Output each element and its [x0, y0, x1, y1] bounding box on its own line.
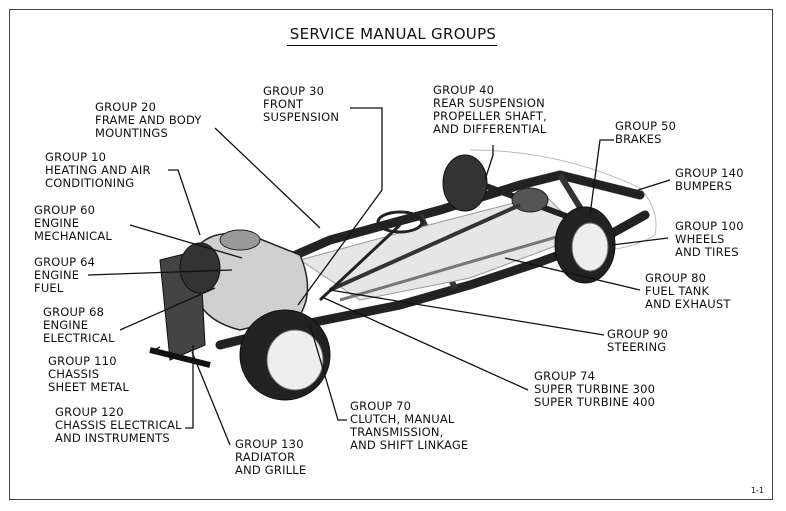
- front-wheel-left: [179, 242, 221, 294]
- leader-g64: [87, 269, 233, 276]
- rear-body-outline: [469, 149, 657, 251]
- leader-g10: [168, 169, 201, 236]
- leader-g68: [119, 287, 216, 331]
- diagram-title: SERVICE MANUAL GROUPS: [289, 25, 497, 43]
- leader-g60: [129, 224, 243, 259]
- leader-g70: [309, 324, 347, 421]
- leader-g110: [149, 346, 161, 353]
- leader-g90: [329, 289, 605, 336]
- steering-column: [318, 223, 402, 302]
- leader-g20: [214, 127, 321, 229]
- leader-g40: [484, 145, 494, 181]
- rear-wheel-right-hub: [571, 222, 609, 272]
- propeller-shaft: [329, 203, 521, 292]
- leader-g100: [611, 237, 669, 246]
- steering-wheel: [376, 210, 424, 234]
- page-number: 1-1: [750, 486, 764, 495]
- exhaust-pipe: [339, 234, 561, 302]
- rear-wheel-left: [442, 154, 488, 212]
- engine-block: [194, 232, 309, 331]
- leader-g120: [185, 345, 194, 429]
- page-border: [9, 9, 773, 500]
- leader-g140: [637, 179, 671, 191]
- front-bumper: [149, 347, 211, 368]
- leader-g50: [589, 139, 614, 216]
- differential: [511, 187, 549, 213]
- leader-g30: [297, 107, 383, 306]
- air-cleaner: [219, 229, 261, 251]
- leader-lines: [87, 107, 671, 446]
- leader-g130: [191, 351, 231, 446]
- leader-g80: [504, 257, 641, 291]
- title-underline: [287, 45, 497, 46]
- leader-g74: [321, 296, 529, 391]
- front-wheel-right-hub: [266, 329, 324, 391]
